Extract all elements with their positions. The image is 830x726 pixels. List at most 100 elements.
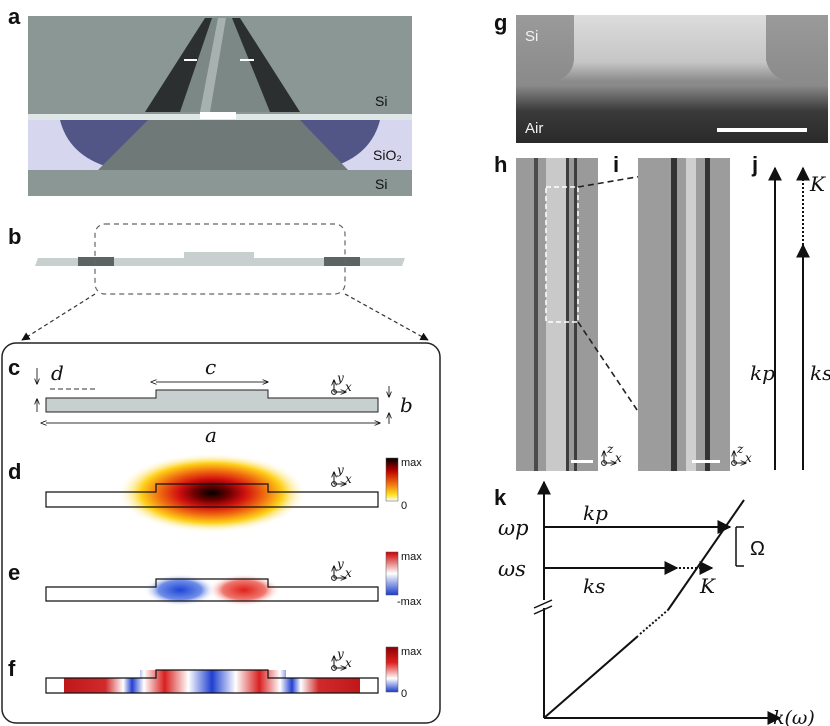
panel-d: d y x max 0	[8, 453, 422, 533]
waveguide-outline	[45, 483, 379, 508]
sem-label-si: Si	[525, 28, 538, 45]
panel-f: f y x max 0	[8, 646, 422, 700]
layer-label-si-bottom: Si	[375, 176, 387, 192]
axes-zx-icon: z x	[731, 442, 752, 466]
scale-bar	[571, 460, 593, 463]
axes-zx-icon: z x	[601, 442, 622, 466]
panel-b: b	[8, 223, 429, 341]
svg-text:x: x	[745, 451, 752, 465]
panel-label-d: d	[8, 459, 21, 484]
dispersion-line-upper	[667, 499, 745, 611]
dispersion-line-break	[639, 609, 669, 635]
svg-text:x: x	[615, 451, 622, 465]
panel-j: j kp ks K	[750, 152, 830, 470]
dim-label-a: a	[205, 423, 217, 447]
svg-text:y: y	[336, 371, 344, 385]
panel-label-i: i	[613, 152, 619, 177]
field-lobe-negative	[144, 574, 216, 606]
label-K-k: K	[699, 574, 716, 598]
waveguide-strip	[546, 158, 566, 471]
axes-xy-icon: y x	[331, 557, 352, 581]
panel-label-a: a	[8, 4, 21, 29]
scale-bar	[717, 128, 807, 132]
svg-text:x: x	[345, 566, 352, 580]
field-lobe-positive	[208, 574, 280, 606]
svg-text:y: y	[336, 463, 344, 477]
waveguide-rib	[180, 18, 270, 112]
panel-c: c d c a b y x	[8, 355, 413, 447]
axis-break-mark	[533, 599, 553, 609]
trench-line	[574, 158, 577, 471]
svg-text:z: z	[606, 442, 614, 456]
zoom-line-top	[577, 172, 661, 188]
svg-text:x: x	[345, 380, 352, 394]
trench-line	[566, 158, 569, 471]
waveguide-outline	[45, 669, 379, 694]
colorbar-e	[385, 551, 399, 596]
panel-h: h	[494, 152, 669, 471]
svg-text:x: x	[345, 656, 352, 670]
label-kp-k: kp	[583, 501, 608, 525]
colorbar-d	[385, 457, 399, 502]
zoom-box	[94, 223, 346, 295]
panel-label-f: f	[8, 656, 16, 681]
dim-label-d: d	[51, 361, 64, 385]
panel-a: a Si SiO₂ Si	[8, 4, 412, 196]
colorbar-f	[385, 646, 399, 693]
panel-g: g Si Air	[494, 10, 828, 143]
zoom-arrow-right	[344, 293, 429, 341]
label-kp: kp	[750, 361, 775, 385]
axes-xy-icon: y x	[331, 463, 352, 487]
panel-label-j: j	[751, 152, 758, 177]
colorbar-d-min: 0	[401, 500, 407, 512]
colorbar-d-max: max	[401, 457, 422, 469]
axes-xy-icon: y x	[331, 647, 352, 671]
colorbar-e-min: -max	[397, 596, 422, 608]
layer-label-si-top: Si	[375, 93, 387, 109]
axis-break-mark	[533, 605, 553, 615]
panel-k: k ωp ωs kp ks K Ω k(ω)	[494, 480, 815, 726]
rib-slab	[35, 258, 405, 266]
label-Omega: Ω	[750, 538, 765, 560]
x-axis-label: k(ω)	[773, 707, 815, 726]
label-ks-k: ks	[583, 574, 605, 598]
interface-highlight	[200, 112, 236, 119]
panel-i: i z x z x	[601, 152, 752, 471]
trench-line	[534, 158, 538, 471]
axes-xy-icon: y x	[331, 371, 352, 395]
trench-dark	[705, 158, 710, 471]
panel-e: e y x max -max	[8, 551, 422, 608]
label-omega-s: ωs	[498, 557, 526, 581]
zoom-arrow-left	[21, 293, 96, 341]
zoom-region-box	[545, 186, 579, 323]
panel-label-c: c	[8, 355, 20, 380]
scale-bar	[692, 460, 720, 463]
mode-intensity-field	[117, 453, 307, 533]
panel-frame-c-f	[1, 342, 441, 724]
panel-label-b: b	[8, 224, 21, 249]
layer-label-sio2: SiO₂	[373, 147, 402, 163]
waveguide-core	[200, 18, 226, 112]
rib-cross-section	[45, 389, 379, 413]
trench-right	[324, 257, 360, 266]
trench-dark	[671, 158, 677, 471]
panel-label-k: k	[494, 485, 507, 510]
rib-ridge	[184, 252, 254, 259]
colorbar-f-min: 0	[401, 688, 407, 700]
dim-label-b: b	[400, 393, 413, 417]
panel-label-g: g	[494, 10, 507, 35]
sem-label-air: Air	[525, 120, 543, 137]
waveguide-strip-bright	[686, 158, 696, 471]
membrane-underside	[98, 120, 348, 170]
sem-top-view-i	[638, 158, 730, 471]
waveguide-outline	[45, 578, 379, 602]
colorbar-e-max: max	[401, 551, 422, 563]
sem-rib	[552, 15, 790, 82]
svg-text:y: y	[336, 557, 344, 571]
dispersion-line-lower	[543, 635, 639, 719]
label-omega-p: ωp	[498, 516, 529, 540]
svg-text:z: z	[736, 442, 744, 456]
svg-text:y: y	[336, 647, 344, 661]
si-bottom-layer	[28, 170, 412, 196]
